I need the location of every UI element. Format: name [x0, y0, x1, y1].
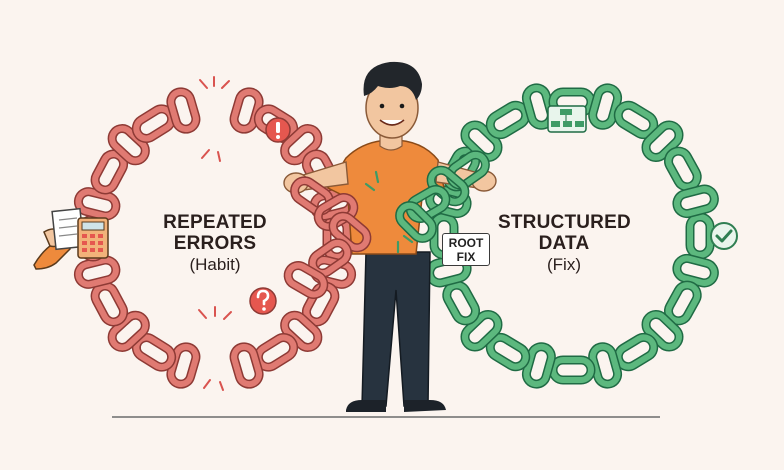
green-chain-link-fill — [665, 148, 701, 190]
green-chain-link-fill — [665, 282, 701, 324]
red-chain-link-fill — [92, 151, 127, 193]
green-chain-link-fill — [461, 311, 501, 350]
green-chain-link-fill — [673, 255, 718, 286]
red-chain-link-fill — [75, 257, 119, 288]
green-chain-link-fill — [426, 186, 471, 217]
question-icon — [249, 287, 277, 315]
green-chain-link-fill — [550, 357, 594, 383]
calculator-icon — [33, 207, 109, 270]
right-loop-title-line1: STRUCTURED — [498, 212, 631, 233]
left-loop-title-line1: REPEATED — [163, 212, 267, 233]
center-sparks — [364, 170, 414, 254]
green-chain-link-fill — [615, 102, 657, 138]
right-loop-title-line2: DATA — [538, 233, 590, 255]
right-loop-subtitle: (Fix) — [547, 254, 581, 274]
red-chain-link-fill — [75, 188, 119, 219]
check-icon — [710, 222, 738, 250]
green-chain-link-fill — [643, 122, 683, 161]
red-chain-link-fill — [92, 283, 127, 325]
green-chain-link-fill — [461, 122, 501, 161]
left-loop-title-line2: ERRORS — [173, 233, 257, 255]
center-crossing-links — [283, 150, 490, 299]
green-center-link-fill — [396, 202, 436, 242]
red-chain-link-fill — [231, 343, 263, 388]
green-chain-link-fill — [487, 102, 529, 138]
root-fix-badge: ROOT FIX — [442, 233, 490, 266]
green-chain-link-fill — [643, 311, 683, 350]
red-chain-link-fill — [281, 312, 321, 351]
green-chain-link-fill — [589, 343, 621, 388]
green-chain-link-fill — [487, 334, 529, 370]
red-chain-link-fill — [167, 88, 199, 133]
break-sparks-bottom — [198, 306, 232, 391]
flowchart-icon — [547, 105, 587, 133]
green-chain-link-fill — [523, 343, 555, 388]
red-chain-link-fill — [109, 312, 149, 351]
green-chain-link-fill — [673, 186, 718, 217]
green-center-link-fill — [407, 186, 449, 222]
left-loop-subtitle: (Habit) — [189, 254, 241, 274]
green-chain-link-fill — [687, 214, 713, 258]
red-chain-link-fill — [109, 125, 149, 164]
exclamation-icon — [265, 117, 291, 143]
right-loop-label: STRUCTURED DATA (Fix) — [498, 212, 631, 274]
green-chain-link-fill — [615, 334, 657, 370]
left-loop-label: REPEATED ERRORS (Habit) — [150, 212, 280, 274]
green-chain-link-fill — [523, 84, 555, 129]
red-center-link-fill — [330, 213, 370, 251]
green-structured-chain-loop — [425, 83, 719, 389]
green-chain-link-fill — [589, 84, 621, 129]
red-chain-link-fill — [303, 283, 338, 325]
root-fix-line2: FIX — [456, 250, 476, 264]
green-chain-link-fill — [443, 282, 479, 324]
root-fix-line1: ROOT — [448, 236, 484, 250]
red-chain-link-fill — [281, 125, 321, 164]
red-center-link-fill — [285, 262, 327, 298]
break-sparks-top — [199, 76, 230, 162]
